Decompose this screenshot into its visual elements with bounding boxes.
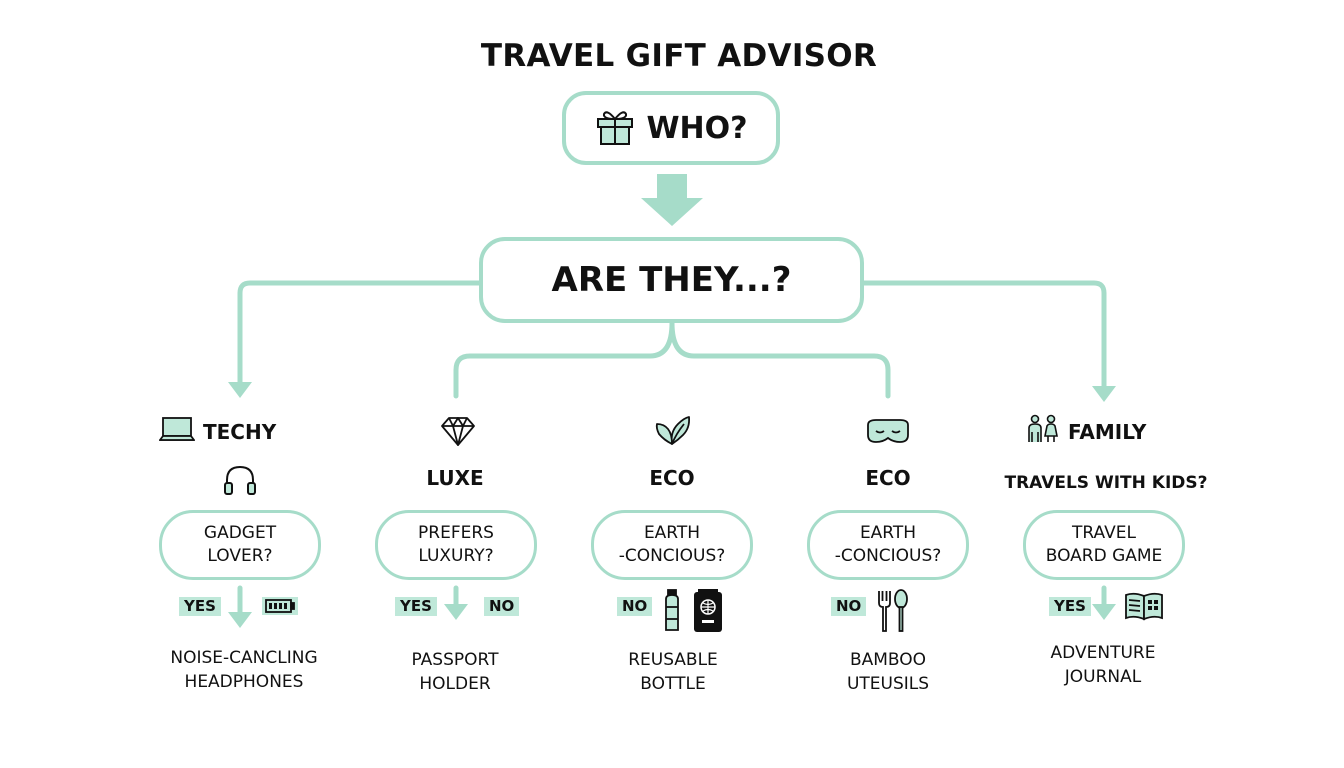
result-line: HOLDER bbox=[419, 674, 491, 694]
pill-line: GADGET bbox=[203, 523, 277, 543]
passport-icon bbox=[693, 589, 723, 637]
result-line: HEADPHONES bbox=[184, 672, 304, 692]
gift-icon bbox=[594, 105, 636, 151]
fork-spoon-icon bbox=[876, 589, 910, 637]
category-eco-1: ECO bbox=[649, 466, 695, 490]
question-pill-eco-2: EARTH -CONCIOUS? bbox=[807, 510, 969, 580]
laptop-icon bbox=[158, 416, 196, 447]
question-pill-family: TRAVEL BOARD GAME bbox=[1023, 510, 1185, 580]
family-icon bbox=[1026, 414, 1060, 449]
pill-line: EARTH bbox=[643, 523, 701, 543]
pill-line: PREFERS bbox=[418, 523, 494, 543]
connector-family bbox=[861, 280, 1107, 391]
diagram-title: TRAVEL GIFT ADVISOR bbox=[480, 38, 878, 74]
pill-line: LUXURY? bbox=[418, 546, 494, 566]
connector-techy bbox=[237, 280, 482, 388]
arrowhead-techy-yes bbox=[228, 612, 252, 628]
category-eco-2: ECO bbox=[865, 466, 911, 490]
result-line: BAMBOO bbox=[849, 650, 927, 670]
diamond-icon bbox=[440, 415, 476, 451]
main-down-arrow bbox=[641, 174, 703, 226]
tag-yes: YES bbox=[1049, 597, 1091, 616]
result-line: PASSPORT bbox=[411, 650, 499, 670]
leaf-icon bbox=[654, 414, 692, 452]
sleep-mask-icon bbox=[864, 417, 912, 449]
category-techy: TECHY bbox=[158, 416, 277, 447]
connector-luxe bbox=[453, 320, 675, 399]
result-eco-2: BAMBOO UTEUSILS bbox=[847, 648, 929, 696]
category-luxe: LUXE bbox=[426, 466, 484, 490]
category-label: TECHY bbox=[203, 419, 277, 444]
book-icon bbox=[1124, 591, 1164, 625]
result-line: NOISE-CANCLING bbox=[170, 648, 318, 668]
question-label: ARE THEY...? bbox=[551, 260, 792, 300]
result-line: JOURNAL bbox=[1064, 667, 1142, 687]
result-eco-1: REUSABLE BOTTLE bbox=[628, 648, 718, 696]
tag-yes: YES bbox=[395, 597, 437, 616]
question-pill-techy: GADGET LOVER? bbox=[159, 510, 321, 580]
arrowhead-family bbox=[1092, 386, 1116, 402]
question-pill-eco-1: EARTH -CONCIOUS? bbox=[591, 510, 753, 580]
arrowhead-family-yes bbox=[1092, 604, 1116, 620]
arrowhead-techy bbox=[228, 382, 252, 398]
who-label: WHO? bbox=[646, 110, 748, 146]
pill-line: -CONCIOUS? bbox=[834, 546, 942, 566]
pill-line: TRAVEL bbox=[1072, 523, 1136, 543]
result-line: REUSABLE bbox=[628, 650, 718, 670]
result-line: ADVENTURE bbox=[1050, 643, 1156, 663]
battery-icon bbox=[262, 597, 298, 619]
question-pill-luxe: PREFERS LUXURY? bbox=[375, 510, 537, 580]
connector-eco bbox=[669, 320, 891, 399]
result-family: ADVENTURE JOURNAL bbox=[1051, 641, 1156, 689]
tag-no: NO bbox=[484, 597, 520, 616]
category-family: FAMILY bbox=[1026, 414, 1146, 449]
tag-yes: YES bbox=[179, 597, 221, 616]
water-bottle-icon bbox=[662, 589, 682, 637]
category-label: FAMILY bbox=[1068, 419, 1147, 444]
tag-no: NO bbox=[831, 597, 867, 616]
pill-line: -CONCIOUS? bbox=[618, 546, 726, 566]
arrowhead-luxe-yes bbox=[444, 604, 468, 620]
pill-line: LOVER? bbox=[207, 546, 273, 566]
pill-line: BOARD GAME bbox=[1045, 546, 1163, 566]
headphones-icon bbox=[222, 463, 258, 501]
who-node: WHO? bbox=[562, 91, 780, 165]
tag-no: NO bbox=[617, 597, 653, 616]
result-techy: NOISE-CANCLING HEADPHONES bbox=[170, 646, 317, 694]
result-luxe: PASSPORT HOLDER bbox=[412, 648, 499, 696]
result-line: BOTTLE bbox=[640, 674, 706, 694]
family-subquestion: TRAVELS WITH KIDS? bbox=[1004, 473, 1208, 493]
question-node: ARE THEY...? bbox=[479, 237, 864, 323]
pill-line: EARTH bbox=[859, 523, 917, 543]
result-line: UTEUSILS bbox=[846, 674, 930, 694]
